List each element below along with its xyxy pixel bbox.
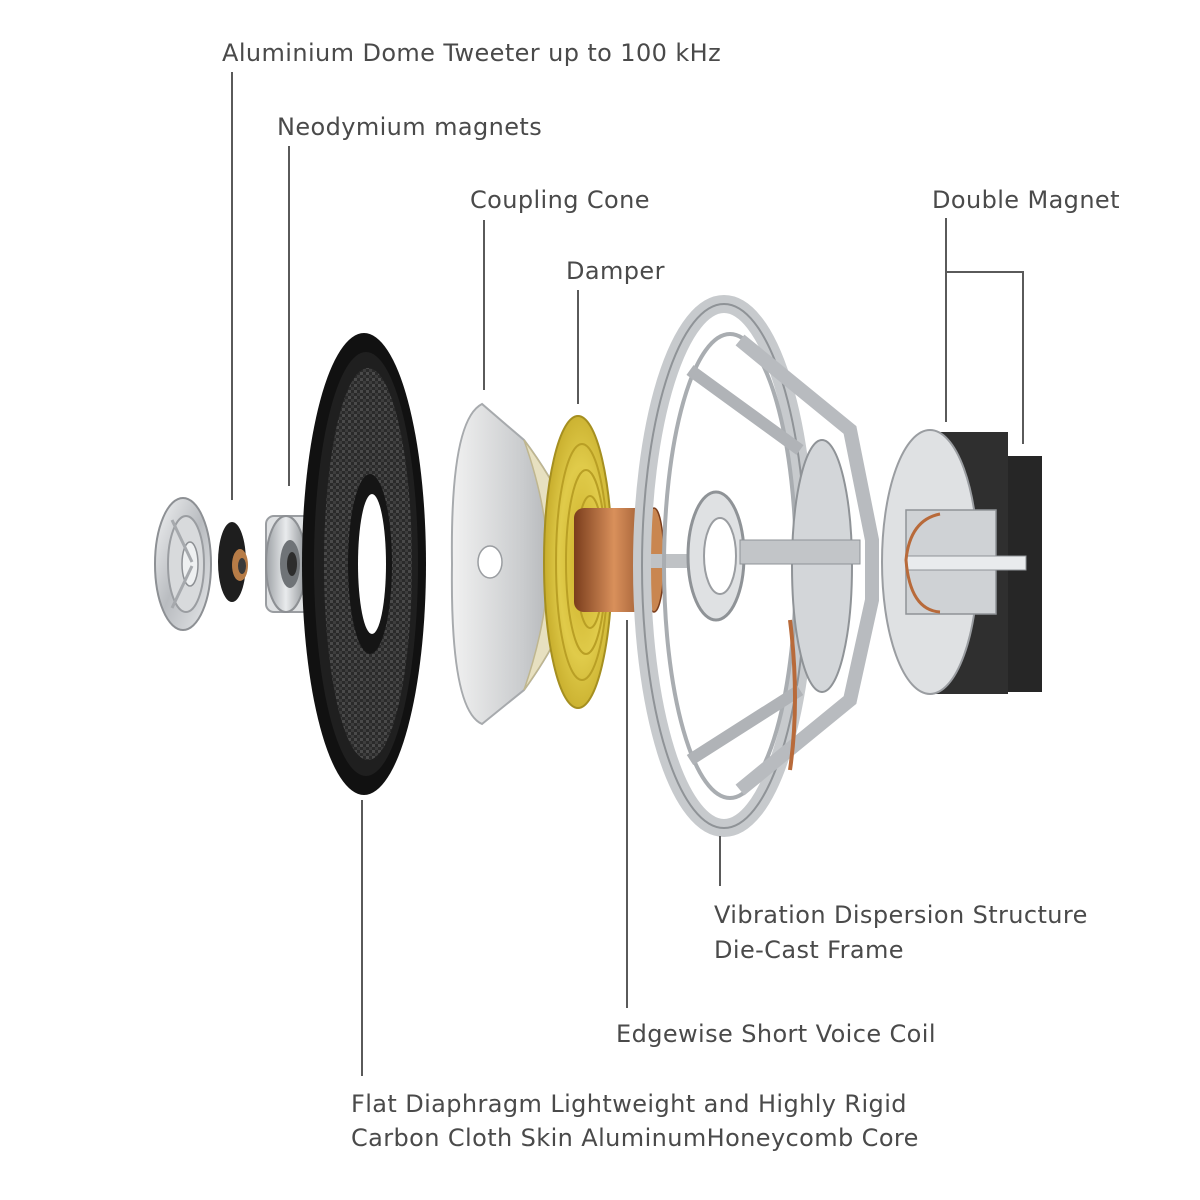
voice-coil bbox=[574, 507, 690, 613]
flat-diaphragm bbox=[302, 333, 426, 795]
label-double-magnet: Double Magnet bbox=[932, 186, 1120, 214]
label-neodymium-magnets: Neodymium magnets bbox=[277, 113, 543, 141]
neodymium-magnet-assembly bbox=[265, 515, 319, 613]
leader-double-magnet-right bbox=[946, 271, 1024, 444]
leader-lines bbox=[231, 72, 1024, 1076]
label-voice-coil: Edgewise Short Voice Coil bbox=[616, 1020, 936, 1048]
label-diaphragm-line1: Flat Diaphragm Lightweight and Highly Ri… bbox=[351, 1090, 907, 1118]
double-magnet bbox=[881, 429, 1042, 695]
label-diaphragm-line2: Carbon Cloth Skin AluminumHoneycomb Core bbox=[351, 1124, 919, 1152]
label-frame-line2: Die-Cast Frame bbox=[714, 936, 904, 964]
tweeter-magnet bbox=[218, 522, 248, 602]
label-tweeter: Aluminium Dome Tweeter up to 100 kHz bbox=[222, 39, 722, 67]
tweeter-dome bbox=[154, 497, 212, 631]
label-coupling-cone: Coupling Cone bbox=[470, 186, 650, 214]
label-damper: Damper bbox=[566, 257, 665, 285]
die-cast-frame bbox=[633, 295, 879, 837]
label-frame-line1: Vibration Dispersion Structure bbox=[714, 901, 1088, 929]
